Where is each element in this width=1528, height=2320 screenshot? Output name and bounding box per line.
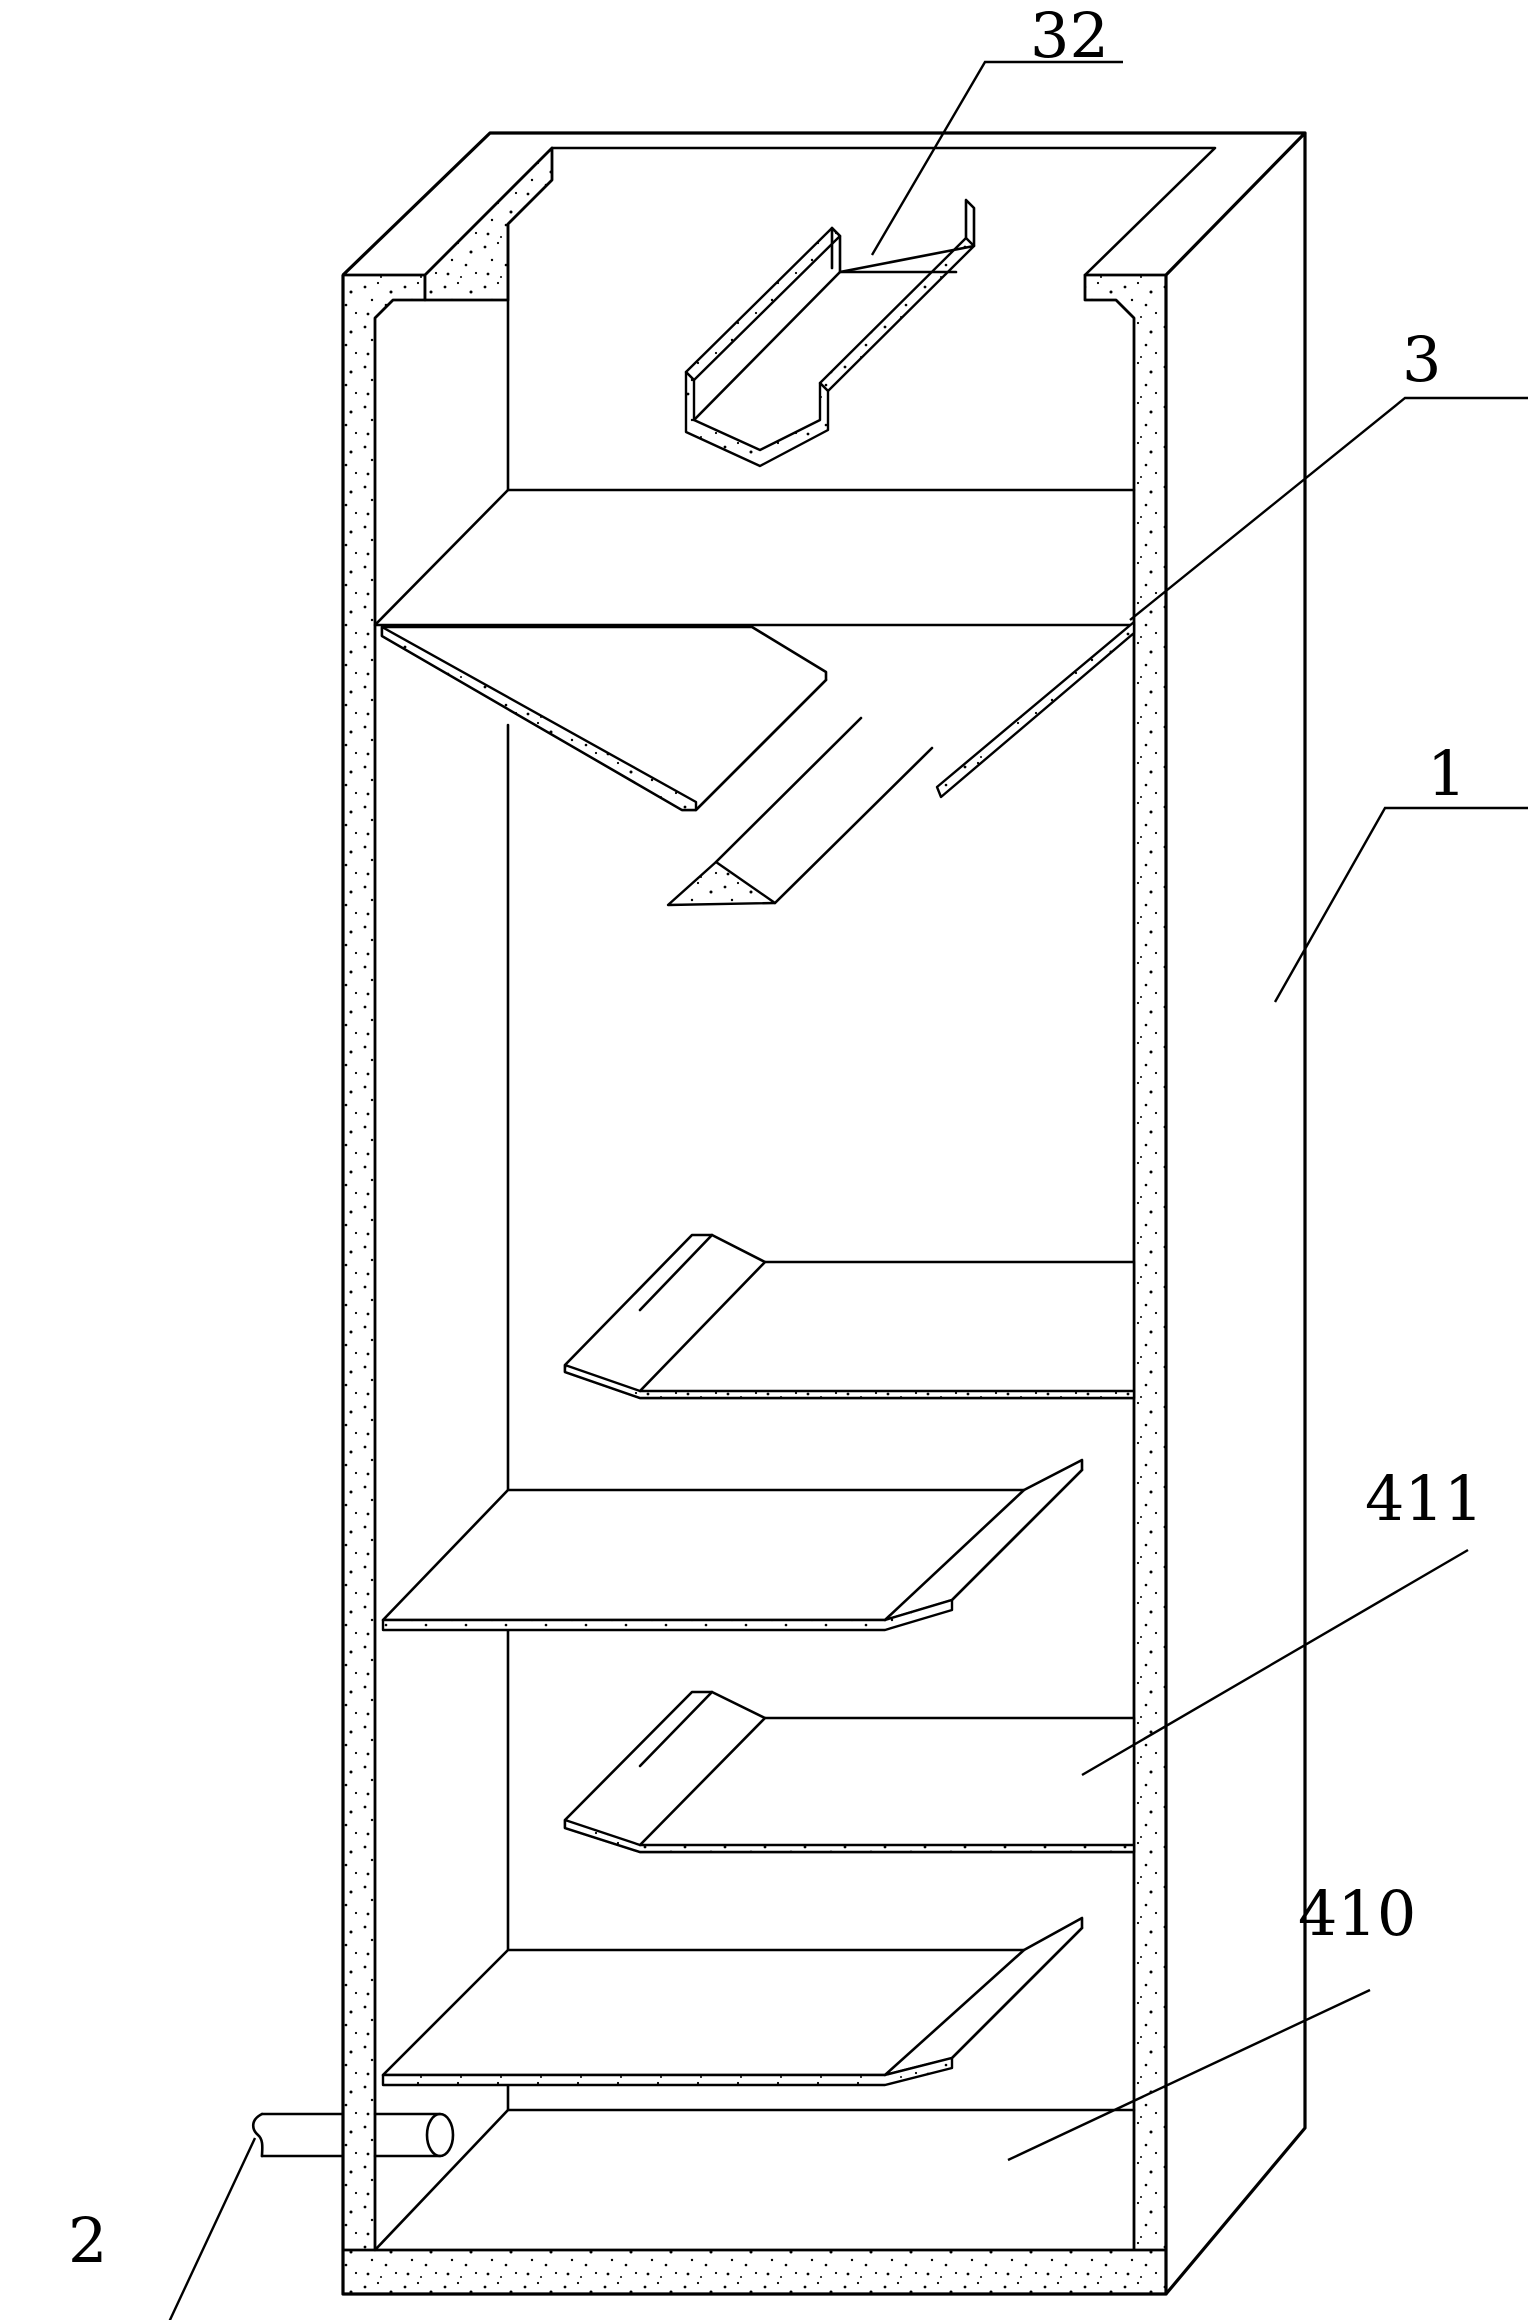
interior-back (373, 222, 1136, 2252)
leader-lines (168, 60, 1528, 2320)
label-3: 3 (1402, 323, 1441, 396)
right-side-face (1164, 133, 1307, 2296)
leader-411 (1081, 1548, 1469, 1777)
reference-labels: 32 3 1 411 410 2 (68, 0, 1483, 2277)
leader-3 (1129, 396, 1528, 621)
middle-plates (381, 1233, 1136, 2087)
leader-410 (1007, 1988, 1371, 2162)
tank-body (341, 131, 1307, 2296)
upper-baffles (380, 620, 1136, 907)
label-32: 32 (1030, 0, 1109, 72)
bottom-wall (341, 2248, 1168, 2296)
leader-2 (168, 2137, 257, 2320)
outlet-pipe (251, 2112, 455, 2158)
label-1: 1 (1427, 737, 1466, 810)
inlet-channel (684, 198, 976, 468)
front-outline (341, 275, 1168, 2296)
label-411: 411 (1365, 1462, 1483, 1535)
label-2: 2 (68, 2204, 107, 2277)
left-wall (341, 273, 427, 2280)
left-top-ledge (423, 146, 554, 302)
leader-1 (1273, 806, 1528, 1003)
top-outline (341, 131, 1307, 277)
label-410: 410 (1298, 1877, 1416, 1950)
leader-32 (870, 60, 1123, 256)
